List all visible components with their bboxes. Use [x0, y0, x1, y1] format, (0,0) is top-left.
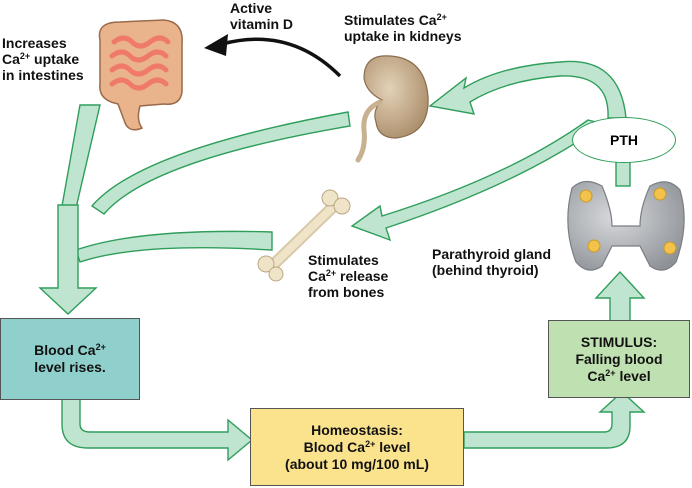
- pth-to-bone-arrow: [350, 119, 606, 242]
- intestine-label-line1: Increases: [2, 35, 67, 51]
- intestine-label: Increases Ca2+ uptake in intestines: [2, 35, 84, 83]
- kidney-icon: [355, 55, 429, 163]
- vitamin-d-arrow: [221, 37, 342, 78]
- bone-to-blood-arrow: [75, 230, 273, 263]
- down-to-blood-arrow: [38, 204, 98, 315]
- intestine-icon: [98, 19, 183, 131]
- parathyroid-gland-icon: [567, 180, 685, 271]
- blood-rises-box: Blood Ca2+ level rises.: [0, 318, 140, 400]
- pth-label: PTH: [572, 117, 676, 163]
- kidney-label: Stimulates Ca2+ uptake in kidneys: [344, 12, 462, 44]
- homeostasis-to-stimulus-arrow: [463, 391, 646, 449]
- stimulus-box: STIMULUS: Falling blood Ca2+ level: [548, 320, 690, 398]
- homeostasis-box: Homeostasis: Blood Ca2+ level (about 10 …: [250, 408, 464, 486]
- intestine-to-blood-arrow: [61, 104, 101, 209]
- intestine-label-line3: in intestines: [2, 67, 84, 83]
- kidney-to-blood-arrow: [90, 111, 351, 215]
- vitamin-d-arrowhead: [204, 34, 228, 56]
- blood-to-homeostasis-arrow: [61, 397, 254, 462]
- bone-icon: [257, 189, 351, 282]
- stimulus-to-gland-arrow: [594, 270, 646, 323]
- vitamin-d-label: Active vitamin D: [230, 0, 294, 32]
- parathyroid-gland-label: Parathyroid gland (behind thyroid): [432, 246, 552, 278]
- pth-to-kidney-arrow: [428, 60, 627, 119]
- gland-to-pth-stem: [615, 159, 631, 187]
- bone-label: Stimulates Ca2+ release from bones: [308, 252, 389, 300]
